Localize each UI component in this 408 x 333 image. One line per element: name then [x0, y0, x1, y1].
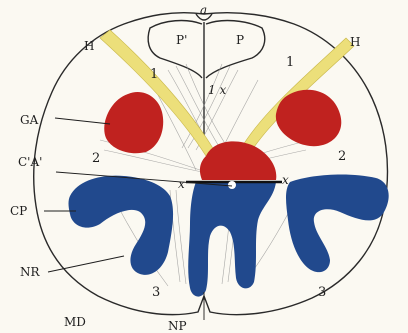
- blue-matter-right: [286, 175, 389, 273]
- label-nr: NR: [20, 265, 41, 279]
- central-canal-dot: [228, 181, 236, 189]
- red-mass-GA: [104, 92, 163, 153]
- label-h-right: H: [350, 35, 360, 49]
- label-three-right: 3: [318, 285, 326, 300]
- label-md: MD: [64, 315, 86, 329]
- label-p-prime: P': [176, 33, 187, 47]
- label-a-top: a: [200, 3, 207, 17]
- posterior-column-right: [206, 21, 265, 78]
- label-h-left: H: [84, 39, 94, 53]
- label-one-x-center: 1 x: [208, 83, 226, 97]
- label-np: NP: [168, 319, 187, 333]
- blue-matter-left-CP: [69, 176, 174, 275]
- label-one-left: 1: [150, 67, 158, 82]
- label-cp: CP: [10, 204, 27, 218]
- label-two-right: 2: [338, 149, 346, 164]
- label-three-left: 3: [152, 285, 160, 300]
- label-x-right: x: [282, 173, 289, 187]
- red-mass-right: [276, 90, 341, 146]
- label-p: P: [236, 33, 244, 47]
- label-ga: GA: [20, 113, 39, 127]
- label-ca: C'A': [18, 155, 42, 169]
- blue-matter-center-NP: [188, 182, 276, 297]
- leader-GA: [55, 118, 110, 124]
- label-two-left: 2: [92, 151, 100, 166]
- label-one-right: 1: [286, 55, 294, 70]
- label-x-left: x: [178, 177, 185, 191]
